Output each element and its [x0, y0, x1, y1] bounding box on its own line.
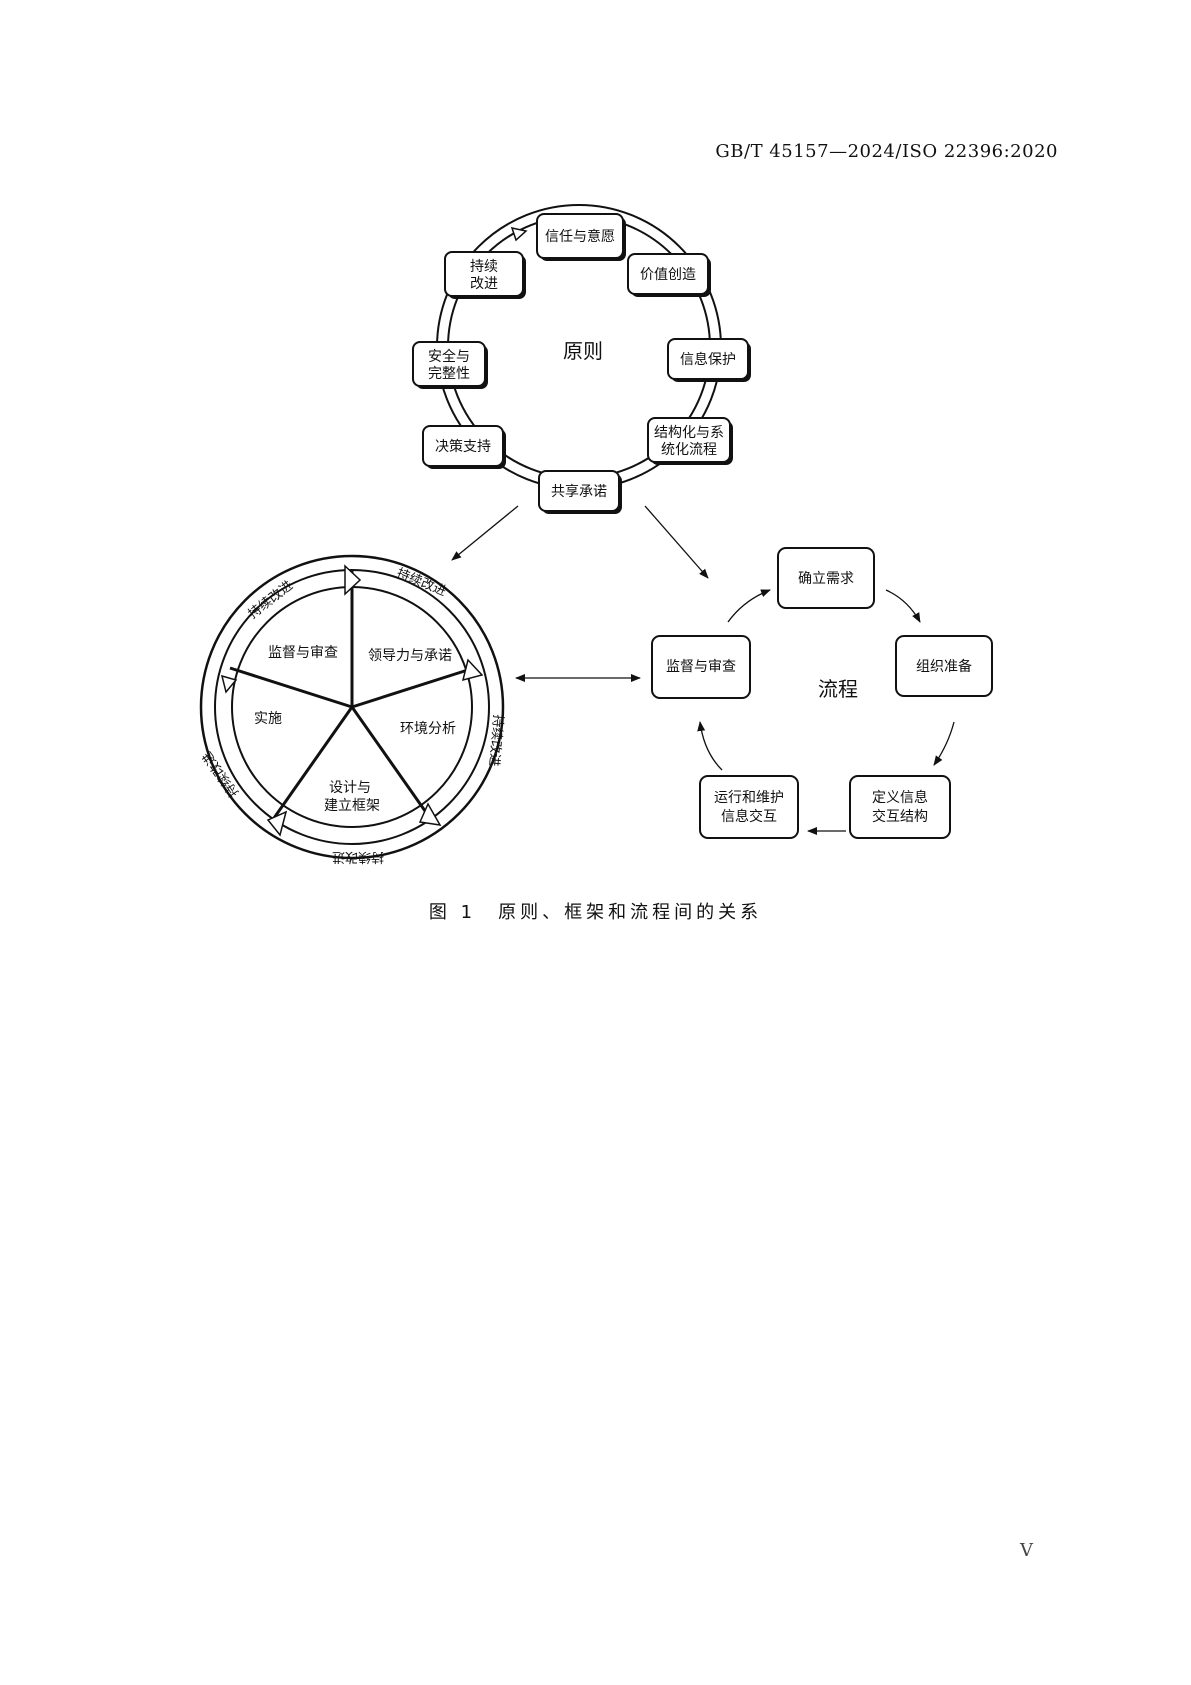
process-step-label: 交互结构 [872, 808, 928, 825]
process-title: 流程 [818, 677, 858, 701]
principle-label: 持续 [470, 258, 498, 275]
process-step-monitor: 监督与审查 [651, 635, 751, 699]
principle-box-shared: 共享承诺 [538, 470, 622, 514]
process-step-requirements: 确立需求 [777, 547, 875, 609]
principle-label: 统化流程 [661, 442, 717, 458]
principle-label: 信任与意愿 [545, 228, 615, 245]
process-step-label: 监督与审查 [666, 659, 736, 675]
ring-label-improve: 持续改进 [394, 566, 448, 599]
framework-segment-context: 环境分析 [400, 721, 456, 737]
process-step-label: 信息交互 [721, 808, 777, 825]
principle-box-trust: 信任与意愿 [536, 213, 626, 261]
arrow-principles-to-process [644, 505, 709, 579]
framework-segment-monitoring: 监督与审查 [268, 645, 338, 661]
principle-box-value: 价值创造 [627, 253, 711, 297]
ring-label-improve: 持续改进 [246, 578, 296, 622]
principles-title: 原则 [563, 339, 603, 363]
page-number: V [1020, 1540, 1033, 1561]
principle-label: 安全与 [428, 348, 470, 365]
principle-box-structured: 结构化与系 统化流程 [647, 417, 733, 465]
principle-label: 决策支持 [435, 438, 491, 455]
process-step-prepare: 组织准备 [895, 635, 993, 697]
principle-label: 结构化与系 [654, 425, 724, 441]
framework-segment-implementation: 实施 [254, 711, 282, 727]
principle-box-safety: 安全与 完整性 [412, 341, 488, 389]
principle-label: 共享承诺 [551, 483, 607, 500]
ring-label-improve: 持续改进 [332, 849, 384, 864]
framework-segment-design: 设计与 [329, 780, 371, 796]
arrow-principles-to-framework [451, 505, 519, 561]
principle-box-improve: 持续 改进 [444, 251, 526, 299]
figure-caption: 图 1 原则、框架和流程间的关系 [428, 902, 763, 923]
principle-label: 价值创造 [640, 267, 696, 283]
process-step-label: 确立需求 [798, 571, 854, 587]
process-step-define: 定义信息 交互结构 [849, 775, 951, 839]
process-step-label: 定义信息 [872, 789, 928, 806]
process-step-label: 运行和维护 [714, 790, 784, 806]
principles-cycle: 原则 信任与意愿 价值创造 信息保护 结构化与系 统化流程 共享承诺 [412, 204, 751, 514]
principle-label: 信息保护 [680, 351, 736, 368]
principle-box-protection: 信息保护 [667, 338, 751, 382]
framework-wheel: 领导力与承诺 环境分析 设计与 建立框架 实施 监督与审查 持续改进 持续改进 … [199, 554, 505, 864]
process-cycle: 流程 确立需求 组织准备 定义信息 交互结构 运行和维护 信息交互 监督与审查 [651, 547, 993, 839]
ring-label-improve: 持续改进 [486, 714, 505, 767]
framework-segment-design: 建立框架 [324, 798, 380, 814]
principle-label: 改进 [470, 276, 498, 292]
principle-box-decision: 决策支持 [422, 425, 506, 469]
principle-label: 完整性 [428, 366, 470, 382]
process-step-label: 组织准备 [916, 658, 972, 675]
relationship-diagram: 原则 信任与意愿 价值创造 信息保护 结构化与系 统化流程 共享承诺 [199, 204, 993, 864]
ring-label-improve: 持续改进 [200, 748, 242, 799]
process-step-operate: 运行和维护 信息交互 [699, 775, 799, 839]
framework-segment-leadership: 领导力与承诺 [368, 648, 452, 664]
document-header: GB/T 45157—2024/ISO 22396:2020 [715, 141, 1058, 162]
